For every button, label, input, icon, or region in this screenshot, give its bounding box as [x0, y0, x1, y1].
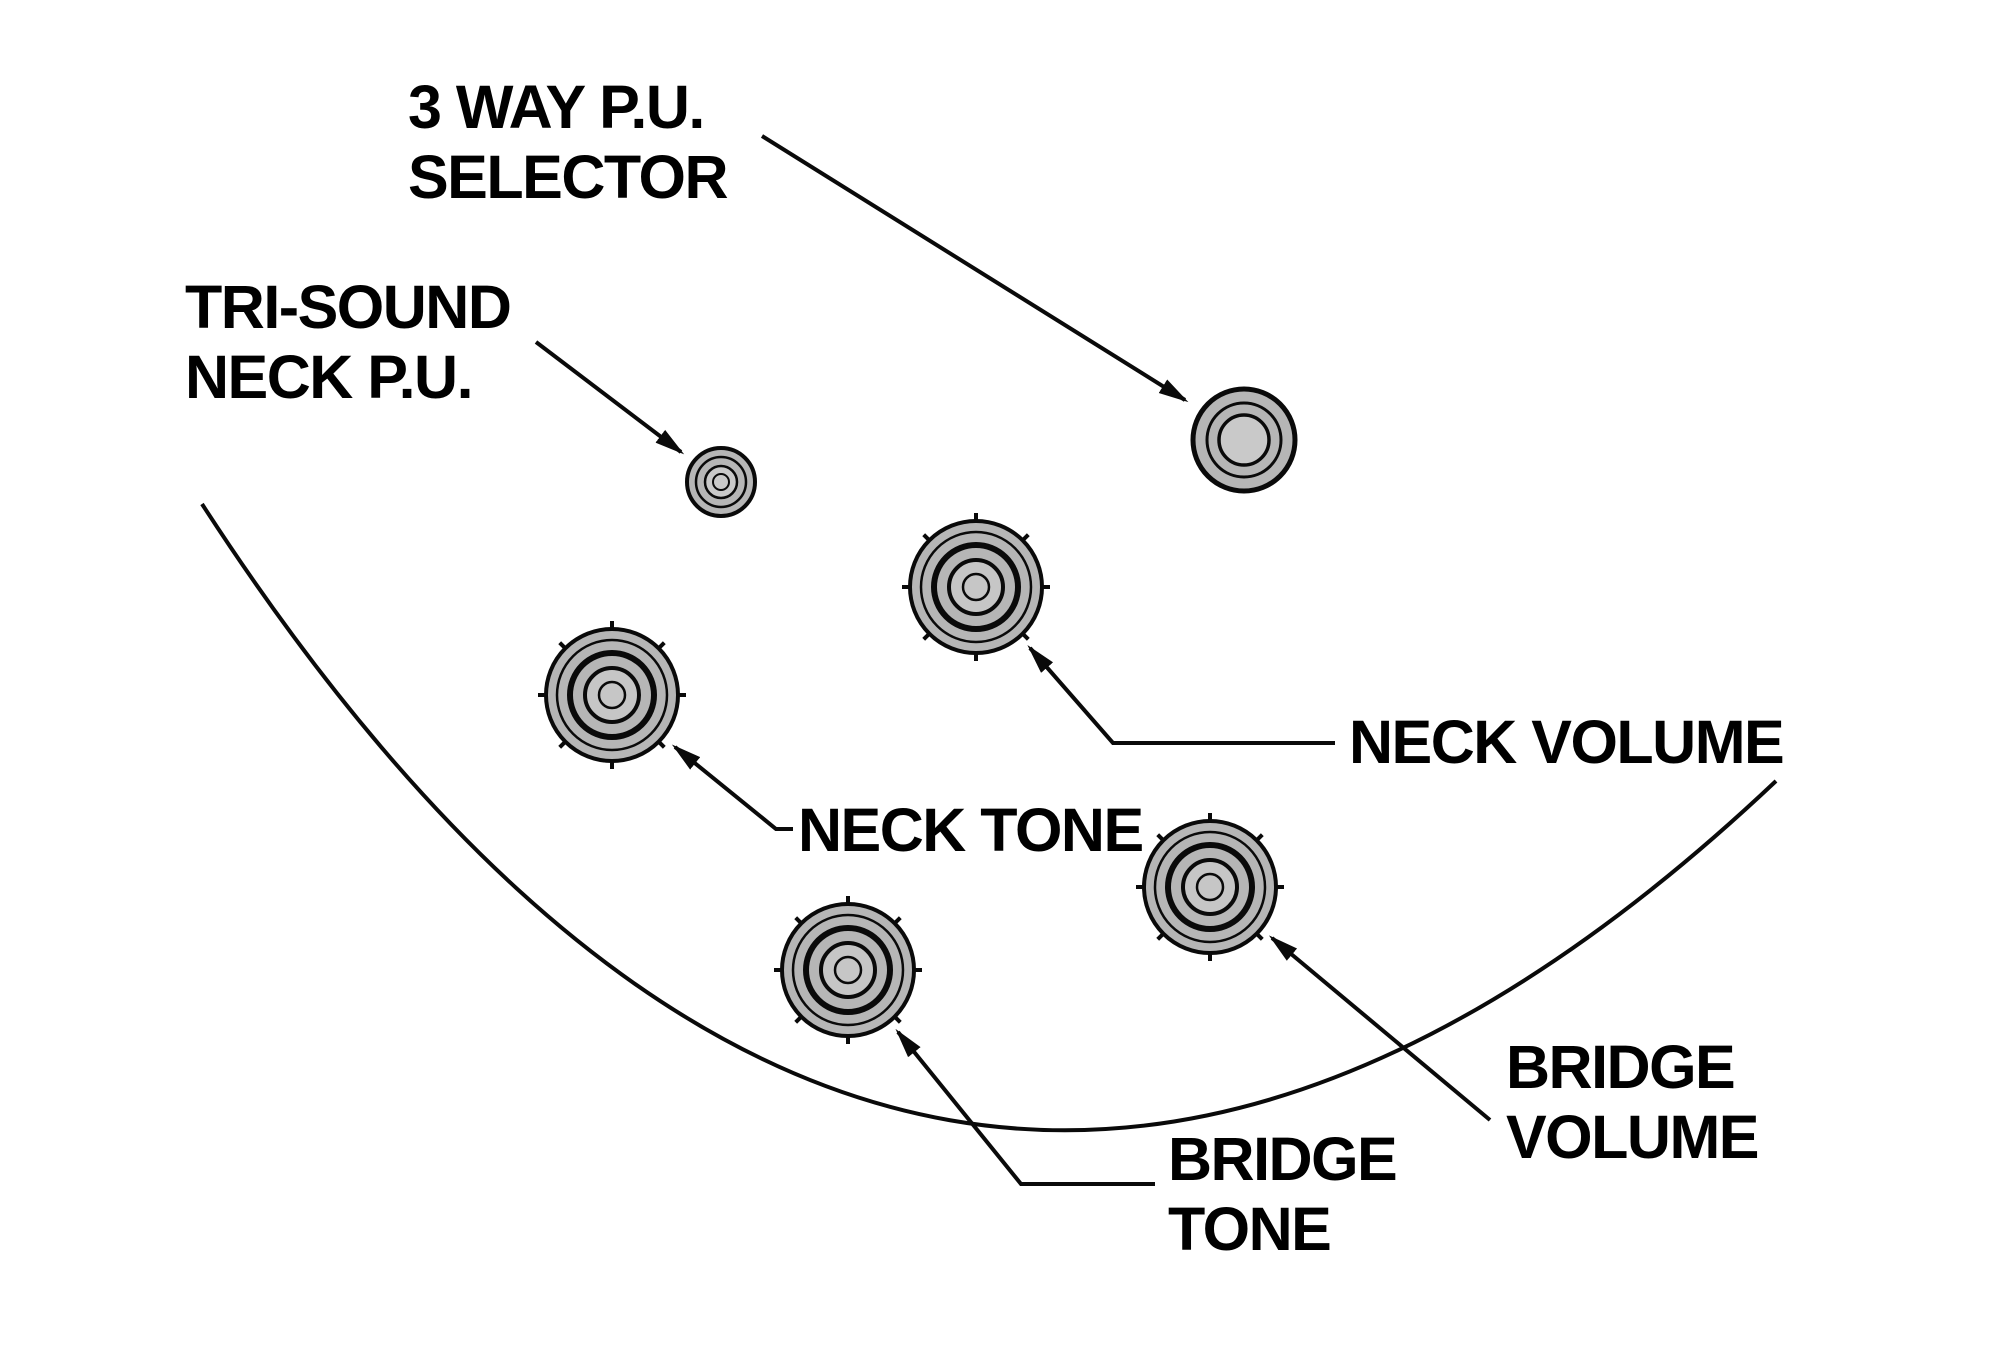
bridge-volume-label-line1: BRIDGE [1506, 1033, 1736, 1101]
neck-volume-arrow [1027, 644, 1335, 745]
bridge-tone-label-line2: TONE [1168, 1195, 1332, 1264]
trisound-arrow [534, 340, 685, 455]
bridge-tone-label: BRIDGE TONE [1168, 1124, 1398, 1264]
bridge-volume-label: BRIDGE VOLUME [1506, 1032, 1759, 1172]
neck-tone-arrow [671, 744, 793, 831]
neck-tone-label: NECK TONE [798, 796, 1144, 864]
bridge-tone-arrow [895, 1028, 1155, 1186]
bridge-volume-knob [1136, 813, 1284, 961]
trisound-switch [685, 446, 757, 518]
pu-selector-label-line2: SELECTOR [408, 143, 729, 212]
trisound-label-line1: TRI-SOUND [185, 273, 512, 341]
pu-selector-arrow [760, 134, 1189, 403]
bridge-tone-label-line1: BRIDGE [1168, 1125, 1398, 1193]
guitar-body-edge [200, 502, 1778, 1133]
neck-volume-label: NECK VOLUME [1349, 708, 1785, 776]
pu-selector-label: 3 WAY P.U. SELECTOR [408, 72, 729, 212]
trisound-label-line2: NECK P.U. [185, 343, 474, 412]
neck-tone-knob [538, 621, 686, 769]
trisound-label: TRI-SOUND NECK P.U. [185, 272, 512, 412]
neck-volume-knob [902, 513, 1050, 661]
pu-selector-switch [1193, 389, 1295, 491]
bridge-volume-label-line2: VOLUME [1506, 1103, 1759, 1172]
bridge-volume-arrow [1268, 935, 1492, 1122]
pu-selector-label-line1: 3 WAY P.U. [408, 73, 705, 141]
bridge-tone-knob [774, 896, 922, 1044]
